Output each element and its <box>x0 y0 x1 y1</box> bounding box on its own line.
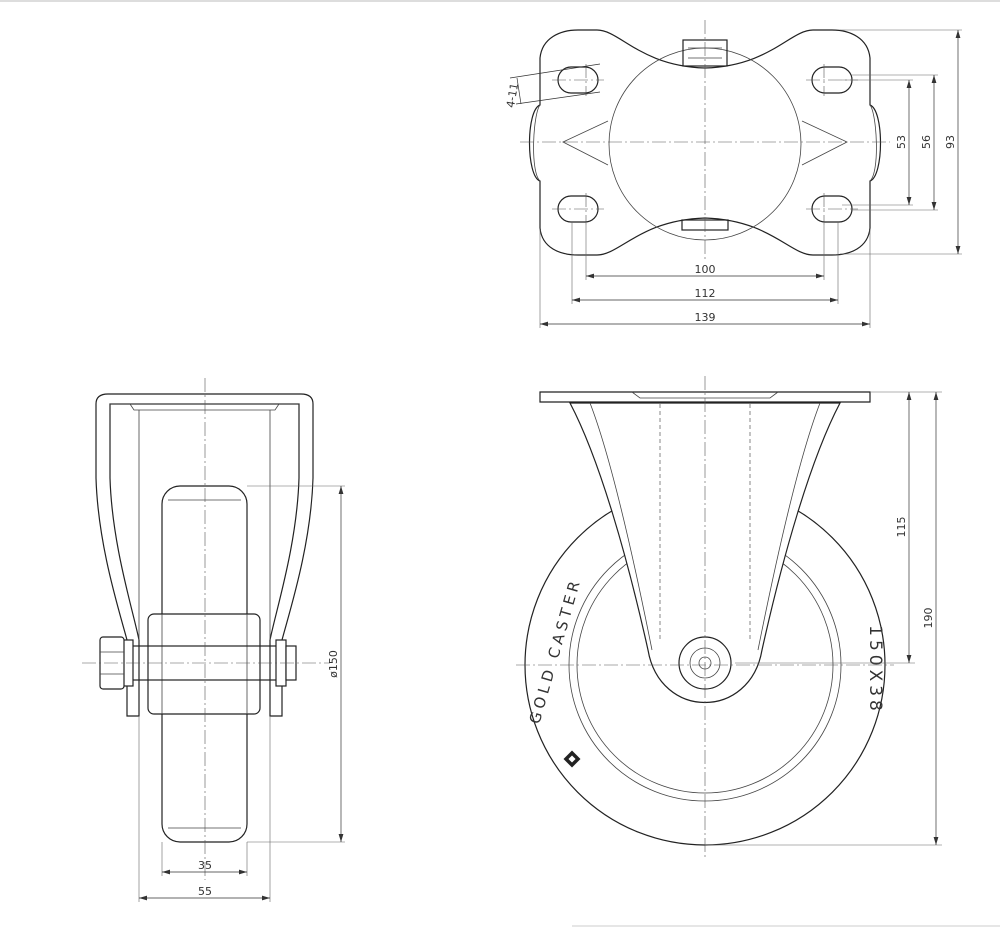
dim-plate-width: 139 <box>695 311 716 324</box>
front-view: GOLD CASTER 150X38 115 190 <box>516 376 942 858</box>
dim-hole-span-depth: 56 <box>920 135 933 149</box>
hole-callout: 4-11 <box>504 82 521 109</box>
top-center-lines <box>520 20 890 262</box>
wheel-size-text: 150X38 <box>865 625 885 715</box>
top-plate-outline <box>528 29 882 256</box>
dim-plate-depth: 93 <box>944 135 957 149</box>
top-rib-left <box>562 120 609 166</box>
top-view: 100 112 139 53 56 93 4-11 <box>504 20 962 328</box>
side-view: ø150 35 55 <box>82 378 345 902</box>
side-plate-boss <box>129 403 280 411</box>
dim-hole-pitch-width: 100 <box>695 263 716 276</box>
dim-overall-width: 55 <box>198 885 212 898</box>
dim-tread-width: 35 <box>198 859 212 872</box>
front-center-lines <box>516 376 894 858</box>
wheel-brand-text: GOLD CASTER <box>526 575 585 726</box>
side-hub <box>147 613 261 715</box>
top-extension-lines <box>539 29 962 328</box>
dim-hole-pitch-depth: 53 <box>895 135 908 149</box>
top-rib-right <box>801 120 848 166</box>
dim-hole-span-width: 112 <box>695 287 716 300</box>
dim-axle-height: 115 <box>895 517 908 538</box>
top-side-bulge-right <box>869 104 877 182</box>
gold-caster-logo-icon <box>563 750 581 768</box>
top-side-bulge-left <box>533 104 541 182</box>
dim-overall-height: 190 <box>922 608 935 629</box>
side-center-lines <box>82 378 330 880</box>
dim-wheel-diameter: ø150 <box>327 650 340 678</box>
front-plate <box>539 391 871 403</box>
